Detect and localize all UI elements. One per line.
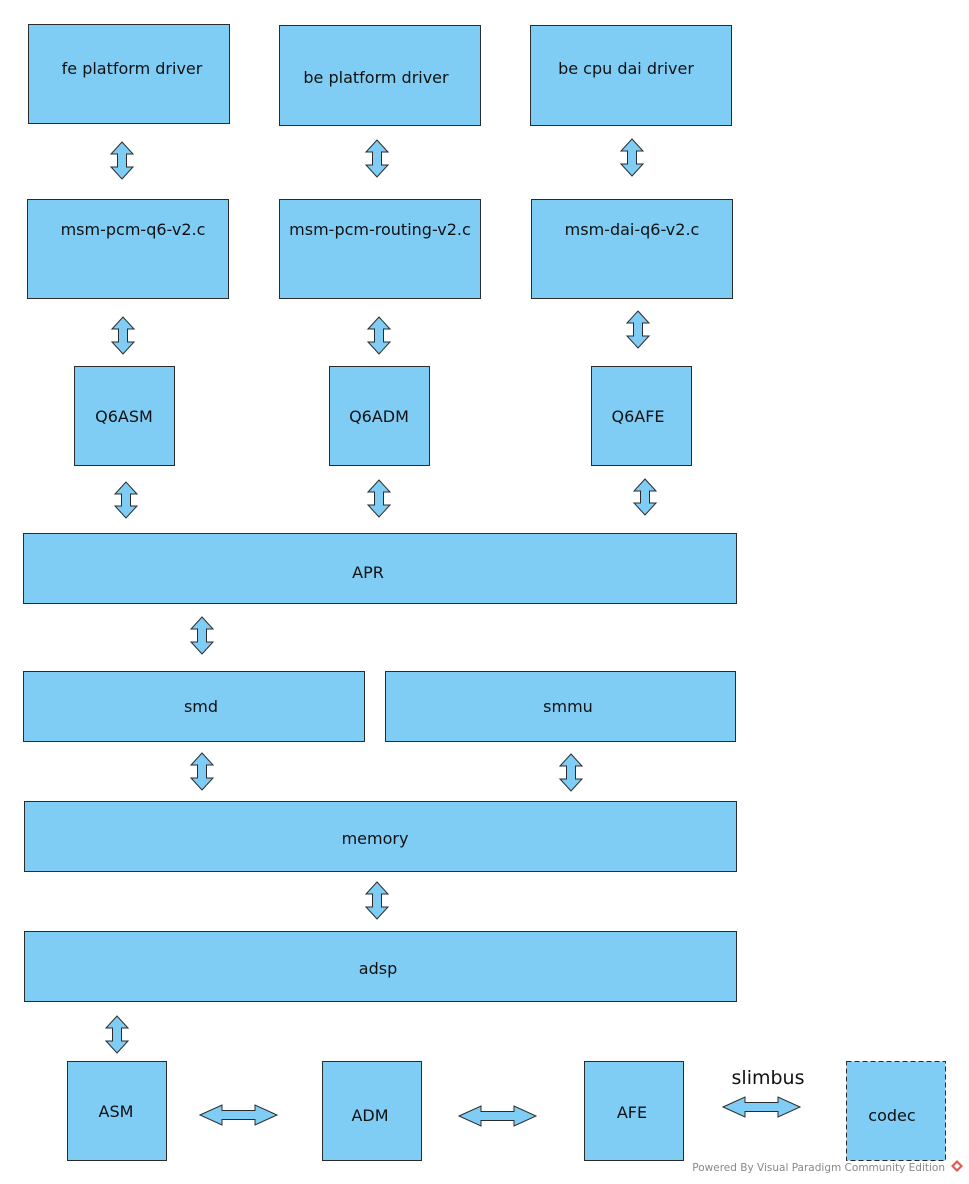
msm-pcm-routing-box[interactable] [279, 199, 481, 299]
adm-label: ADM [351, 1106, 388, 1125]
be-cpu-dai-driver-box[interactable] [530, 25, 732, 126]
afe-box[interactable] [584, 1061, 684, 1161]
adsp-label: adsp [359, 959, 397, 978]
msm-pcm-routing-label: msm-pcm-routing-v2.c [289, 220, 471, 239]
arrow-q6afe-to-apr [632, 478, 658, 516]
arrow-msm-pcm-q6-to-q6asm [110, 316, 136, 355]
fe-platform-driver-label: fe platform driver [62, 59, 203, 78]
be-platform-driver-box[interactable] [279, 25, 481, 126]
memory-box[interactable] [24, 801, 737, 872]
apr-box[interactable] [23, 533, 737, 604]
q6afe-label: Q6AFE [611, 407, 664, 426]
q6adm-box[interactable] [329, 366, 430, 466]
arrow-msm-pcm-routing-to-q6adm [366, 316, 392, 355]
be-cpu-dai-driver-label: be cpu dai driver [558, 59, 694, 78]
arrow-memory-to-adsp [364, 881, 390, 920]
arrow-be-platform-to-msm-pcm-routing [364, 139, 390, 178]
q6asm-box[interactable] [74, 366, 175, 466]
msm-dai-q6-label: msm-dai-q6-v2.c [565, 220, 700, 239]
connector-arrows [104, 138, 802, 1127]
codec-label: codec [868, 1106, 915, 1125]
arrow-smd-to-memory [189, 752, 215, 791]
msm-dai-q6-box[interactable] [531, 199, 733, 299]
arrow-adsp-to-asm [104, 1015, 130, 1054]
arrow-msm-dai-q6-to-q6afe [625, 310, 651, 349]
arrow-asm-to-adm [198, 1104, 279, 1126]
memory-label: memory [342, 829, 409, 848]
visual-paradigm-logo [951, 1160, 963, 1172]
q6afe-box[interactable] [591, 366, 692, 466]
asm-label: ASM [99, 1102, 134, 1121]
adm-box[interactable] [322, 1061, 422, 1161]
fe-platform-driver-box[interactable] [28, 24, 230, 124]
watermark-text: Powered By Visual Paradigm Community Edi… [692, 1162, 945, 1174]
arrow-apr-to-smd [189, 616, 215, 655]
be-platform-driver-label: be platform driver [303, 68, 449, 87]
arrow-q6asm-to-apr [113, 481, 139, 519]
arrow-adm-to-afe [457, 1105, 538, 1127]
smd-box[interactable] [23, 671, 365, 742]
arrow-be-cpu-dai-to-msm-dai-q6 [619, 138, 645, 177]
afe-label: AFE [617, 1103, 647, 1122]
msm-pcm-q6-label: msm-pcm-q6-v2.c [61, 220, 206, 239]
arrow-q6adm-to-apr [366, 479, 392, 518]
arrow-afe-to-codec-slimbus [721, 1096, 802, 1118]
codec-box[interactable] [846, 1061, 946, 1161]
smmu-label: smmu [543, 697, 593, 716]
apr-label: APR [352, 563, 384, 582]
q6asm-label: Q6ASM [95, 407, 153, 426]
msm-pcm-q6-box[interactable] [27, 199, 229, 299]
arrow-smmu-to-memory [558, 753, 584, 792]
slimbus-label: slimbus [732, 1067, 805, 1089]
asm-box[interactable] [67, 1061, 167, 1161]
arrow-fe-platform-to-msm-pcm-q6 [109, 141, 135, 180]
smd-label: smd [184, 697, 218, 716]
q6adm-label: Q6ADM [349, 407, 409, 426]
smmu-box[interactable] [385, 671, 736, 742]
adsp-box[interactable] [24, 931, 737, 1002]
